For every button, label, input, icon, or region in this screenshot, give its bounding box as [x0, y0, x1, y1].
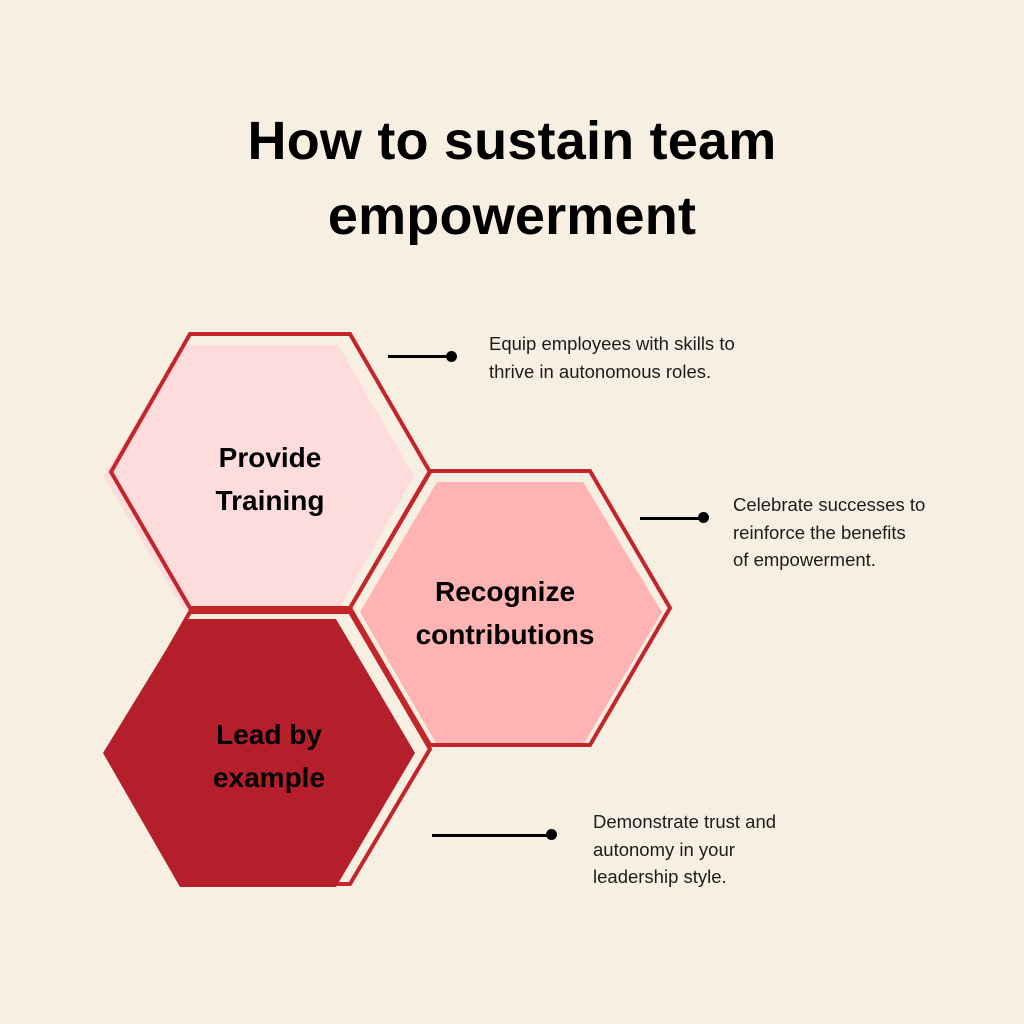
caption-line: thrive in autonomous roles.	[489, 360, 712, 382]
caption-line: of empowerment.	[733, 549, 876, 570]
connector-dot-lead	[546, 829, 557, 840]
caption-line: reinforce the benefits	[733, 521, 906, 543]
title-line-2: empowerment	[327, 186, 697, 246]
title-line-1: How to sustain team	[247, 111, 777, 171]
hex-label-provide-training: Provide Training	[140, 436, 400, 522]
caption-provide-training: Equip employees with skills to thrive in…	[489, 330, 735, 385]
hex-recognize-contributions-outline	[347, 469, 673, 747]
label-line: Lead by	[216, 719, 322, 750]
page-title: How to sustain team empowerment	[0, 104, 1024, 254]
caption-line: autonomy in your	[593, 838, 735, 860]
connector-dot-training	[446, 351, 457, 362]
hex-label-recognize-contributions: Recognize contributions	[375, 570, 635, 656]
caption-line: Equip employees with skills to	[489, 333, 735, 354]
caption-line: leadership style.	[593, 866, 727, 887]
connector-line-lead	[432, 834, 550, 837]
connector-line-recognize	[640, 517, 702, 520]
hex-label-lead-by-example: Lead by example	[139, 713, 399, 799]
label-line: Training	[215, 485, 325, 516]
hex-lead-by-example-fill	[103, 619, 415, 887]
caption-line: Celebrate successes to	[733, 494, 926, 515]
label-line: contributions	[415, 619, 595, 650]
label-line: example	[212, 762, 326, 793]
connector-line-training	[388, 355, 450, 358]
label-line: Provide	[218, 442, 322, 473]
hex-recognize-contributions	[347, 469, 673, 747]
hex-provide-training-fill	[103, 345, 414, 610]
hex-lead-by-example	[103, 610, 433, 887]
caption-line: Demonstrate trust and	[593, 811, 777, 832]
label-line: Recognize	[434, 576, 576, 607]
connector-dot-recognize	[698, 512, 709, 523]
caption-recognize-contributions: Celebrate successes to reinforce the ben…	[733, 491, 925, 574]
hex-recognize-contributions-fill	[360, 482, 662, 745]
caption-lead-by-example: Demonstrate trust and autonomy in your l…	[593, 808, 776, 891]
